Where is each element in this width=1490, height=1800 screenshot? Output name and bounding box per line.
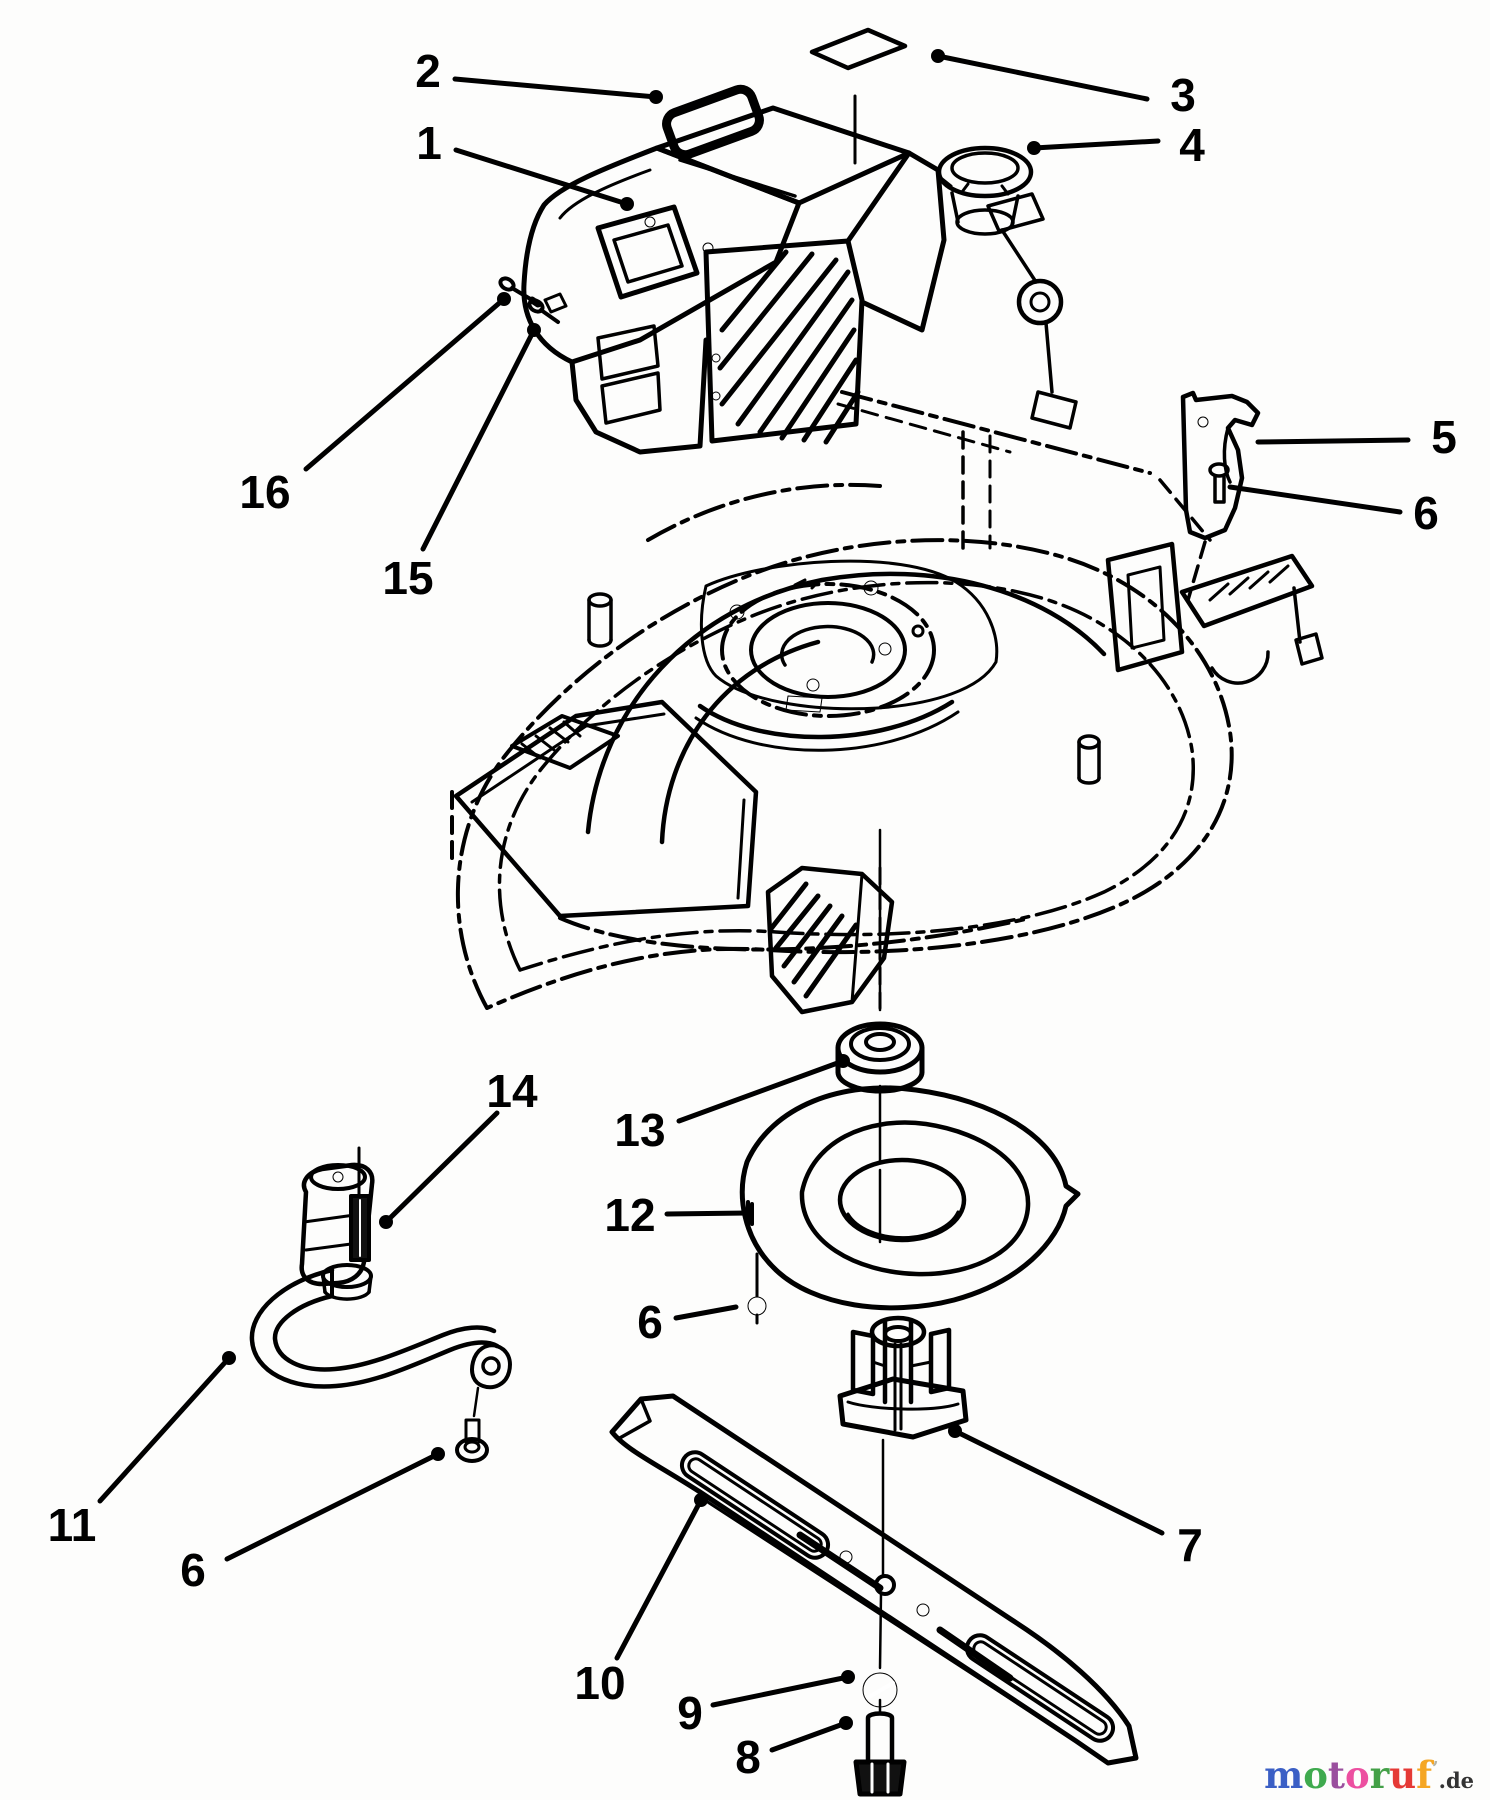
deflector-strap (249, 1267, 512, 1418)
leader-dot (620, 197, 634, 211)
air-filter-box (703, 238, 865, 444)
leader-line-5-4 (1255, 437, 1411, 445)
logo-suffix: .de (1438, 1768, 1474, 1793)
deck-hub-ring (720, 582, 936, 718)
leader-dot (431, 1447, 445, 1461)
leader-dot (649, 90, 663, 104)
engine-shroud (521, 145, 802, 365)
mower-deck-housing (450, 478, 1324, 1015)
leader-line-3-2 (935, 53, 1150, 102)
leader-dot (839, 1716, 853, 1730)
screw-6-middle (747, 1252, 767, 1325)
logo-letter: u (1389, 1753, 1417, 1797)
callout-label-7-14: 7 (1177, 1519, 1203, 1571)
callout-label-5-4: 5 (1431, 411, 1457, 463)
engine-mount-plate (699, 559, 999, 711)
engine-assembly (521, 105, 1078, 455)
deck-standoff-right (1077, 734, 1101, 785)
callout-label-15-7: 15 (382, 552, 433, 604)
bracket-bolt (1208, 462, 1230, 504)
leader-line-6-13 (224, 1451, 441, 1562)
callout-label-6-13: 6 (180, 1544, 206, 1596)
leader-line-8-17 (769, 1720, 849, 1753)
bearing-pulley (835, 828, 925, 1094)
callout-label-3-2: 3 (1170, 69, 1196, 121)
deck-rear-bracket (1105, 478, 1324, 685)
leader-dot (841, 1670, 855, 1684)
leader-line-15-7 (420, 327, 537, 552)
pin-assembly (299, 1146, 375, 1301)
leader-dot (1027, 141, 1041, 155)
callout-label-10-15: 10 (574, 1657, 625, 1709)
leader-dot (836, 1054, 850, 1068)
blade-bolt (853, 1711, 907, 1797)
leader-line-11-12 (97, 1355, 232, 1504)
logo-letter: m (1264, 1753, 1304, 1797)
logo-letter: f (1416, 1753, 1433, 1797)
leader-line-12-10 (664, 1210, 751, 1217)
engine-decal (662, 84, 764, 160)
warning-decal (809, 27, 908, 71)
mounting-bracket (1180, 390, 1261, 541)
leader-line-2-0 (452, 76, 659, 100)
leader-line-6-5 (1227, 484, 1403, 515)
callout-label-6-11: 6 (637, 1296, 663, 1348)
leader-line-4-3 (1031, 138, 1161, 151)
screw-15 (527, 292, 568, 324)
blade-adapter (837, 1315, 969, 1440)
callout-label-16-6: 16 (239, 466, 290, 518)
leader-line-1-1 (453, 147, 630, 207)
callout-label-6-5: 6 (1413, 487, 1439, 539)
logo-letter: r (1369, 1753, 1390, 1797)
logo-tick: ’ (1432, 1757, 1439, 1780)
callout-label-2-0: 2 (415, 45, 441, 97)
leader-line-7-14 (952, 1428, 1165, 1536)
callout-label-12-10: 12 (604, 1189, 655, 1241)
callout-label-1-1: 1 (416, 117, 442, 169)
leader-line-6-11 (673, 1304, 739, 1321)
leader-dot (948, 1424, 962, 1438)
deck-front-boss (765, 865, 895, 1015)
vent-slats (717, 249, 861, 445)
leader-line-16-6 (303, 296, 507, 472)
callout-label-11-12: 11 (48, 1499, 97, 1551)
leader-dot (694, 1493, 708, 1507)
leader-dot (379, 1215, 393, 1229)
callout-label-8-17: 8 (735, 1731, 761, 1783)
blade (609, 1393, 1139, 1766)
carburetor-linkage (986, 192, 1078, 430)
spindle-cover-plate (739, 1085, 1081, 1311)
leader-dot (931, 49, 945, 63)
leader-dot (527, 323, 541, 337)
watermark-logo: motoruf’.de (1264, 1757, 1474, 1794)
leader-line-13-9 (676, 1058, 846, 1124)
fuel-cap (936, 145, 1034, 236)
deck-standoff-left (587, 592, 613, 648)
leader-dot (497, 292, 511, 306)
recoil-starter (595, 204, 700, 300)
leader-line-14-8 (383, 1110, 500, 1225)
logo-word: motoruf (1264, 1753, 1432, 1797)
screw-6-left (455, 1418, 489, 1463)
logo-letter: o (1303, 1753, 1328, 1797)
logo-letter: o (1345, 1753, 1370, 1797)
callout-label-4-3: 4 (1179, 119, 1205, 171)
deck-volute-arc (585, 571, 1107, 835)
logo-letter: t (1327, 1753, 1345, 1797)
leader-line-9-16 (710, 1674, 851, 1708)
callout-label-14-8: 14 (486, 1065, 538, 1117)
leader-line-10-15 (614, 1497, 704, 1661)
callout-label-9-16: 9 (677, 1687, 703, 1739)
leader-dot (222, 1351, 236, 1365)
callout-label-13-9: 13 (614, 1104, 665, 1156)
